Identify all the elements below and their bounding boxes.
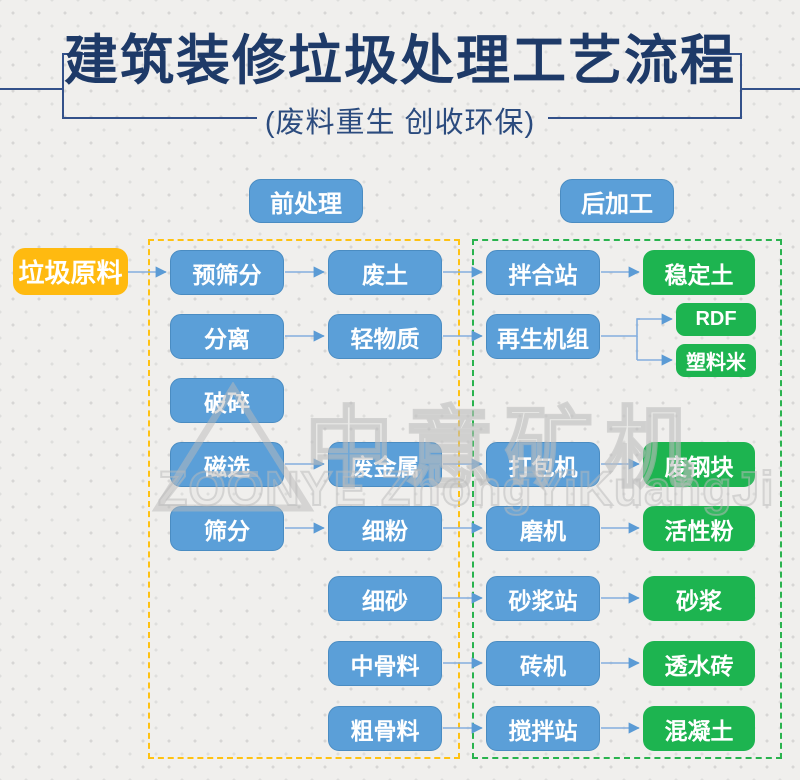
node-medium-aggregate: 中骨料 (328, 641, 442, 686)
page-subtitle: (废料重生 创收环保) (264, 107, 536, 139)
node-stabilized-soil: 稳定土 (643, 250, 755, 295)
node-magnetic-separation: 磁选 (170, 442, 284, 487)
node-rdf: RDF (676, 303, 756, 336)
post-processing-region (472, 239, 782, 759)
node-light-material: 轻物质 (328, 314, 442, 359)
node-baler: 打包机 (486, 442, 600, 487)
node-active-powder: 活性粉 (643, 506, 755, 551)
frame-left-vertical (62, 53, 64, 118)
node-scrap-metal: 废金属 (328, 442, 442, 487)
node-concrete: 混凝土 (643, 706, 755, 751)
node-separation: 分离 (170, 314, 284, 359)
frame-wing-left (0, 88, 62, 90)
node-grinding-mill: 磨机 (486, 506, 600, 551)
node-plastic-pellets: 塑料米 (676, 344, 756, 377)
node-scrap-steel-block: 废钢块 (643, 442, 755, 487)
node-mixing-plant: 搅拌站 (486, 706, 600, 751)
node-waste-soil: 废土 (328, 250, 442, 295)
frame-bottom-left-segment (62, 117, 257, 119)
frame-wing-right (740, 88, 800, 90)
node-recycling-unit: 再生机组 (486, 314, 600, 359)
page-title: 建筑装修垃圾处理工艺流程 (64, 31, 736, 91)
node-coarse-aggregate: 粗骨料 (328, 706, 442, 751)
node-mixing-station: 拌合站 (486, 250, 600, 295)
node-pre-screening: 预筛分 (170, 250, 284, 295)
node-screening: 筛分 (170, 506, 284, 551)
node-fine-sand: 细砂 (328, 576, 442, 621)
node-fine-powder: 细粉 (328, 506, 442, 551)
node-permeable-brick: 透水砖 (643, 641, 755, 686)
frame-top-left-segment (62, 53, 98, 55)
pre-processing-region (148, 239, 460, 759)
node-crushing: 破碎 (170, 378, 284, 423)
frame-top-right-segment (706, 53, 742, 55)
frame-bottom-right-segment (548, 117, 742, 119)
node-mortar-station: 砂浆站 (486, 576, 600, 621)
header-pre-processing: 前处理 (249, 179, 363, 223)
node-waste-raw-material: 垃圾原料 (13, 248, 128, 295)
frame-right-vertical (740, 53, 742, 118)
header-post-processing: 后加工 (560, 179, 674, 223)
node-brick-machine: 砖机 (486, 641, 600, 686)
node-mortar: 砂浆 (643, 576, 755, 621)
